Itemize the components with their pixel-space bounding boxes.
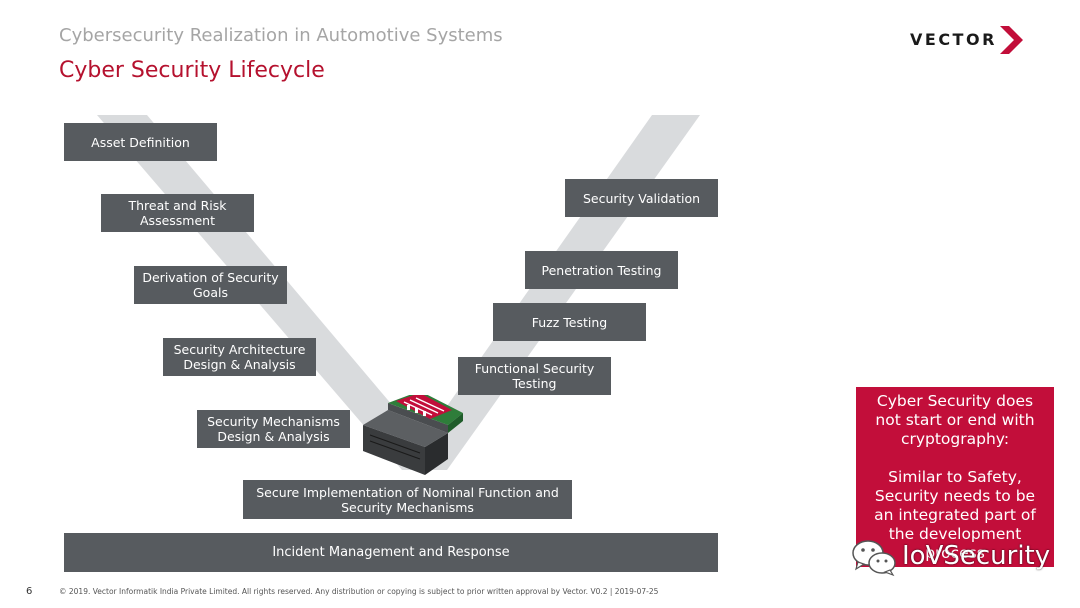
presentation-subtitle: Cybersecurity Realization in Automotive … xyxy=(59,25,503,46)
step-asset-definition: Asset Definition xyxy=(64,123,217,161)
callout-line-1: Cyber Security does not start or end wit… xyxy=(875,392,1035,448)
step-functional-security-testing: Functional Security Testing xyxy=(458,357,611,395)
step-penetration-testing: Penetration Testing xyxy=(525,251,678,289)
step-fuzz-testing: Fuzz Testing xyxy=(493,303,646,341)
callout-line-2: Similar to Safety, Security needs to be … xyxy=(874,468,1036,562)
wechat-icon xyxy=(852,540,896,577)
step-secure-implementation: Secure Implementation of Nominal Functio… xyxy=(243,480,572,519)
step-security-architecture: Security Architecture Design & Analysis xyxy=(163,338,316,376)
page-number: 6 xyxy=(26,586,33,597)
copyright-footer: © 2019. Vector Informatik India Private … xyxy=(59,587,659,596)
watermark: IoVSecurity xyxy=(850,535,1050,580)
watermark-text: IoVSecurity xyxy=(902,541,1051,571)
step-security-validation: Security Validation xyxy=(565,179,718,217)
step-threat-and-risk-assessment: Threat and Risk Assessment xyxy=(101,194,254,232)
logo-text: VECTOR xyxy=(910,30,997,49)
vector-logo: VECTOR xyxy=(910,26,1025,54)
key-message-callout: Cyber Security does not start or end wit… xyxy=(856,387,1054,567)
incident-management-bar: Incident Management and Response xyxy=(64,533,718,572)
chevron-right-icon xyxy=(1000,26,1023,54)
slide-title: Cyber Security Lifecycle xyxy=(59,58,325,83)
step-security-mechanisms: Security Mechanisms Design & Analysis xyxy=(197,410,350,448)
step-derivation-of-security-goals: Derivation of Security Goals xyxy=(134,266,287,304)
ecu-chip-icon xyxy=(363,395,463,475)
